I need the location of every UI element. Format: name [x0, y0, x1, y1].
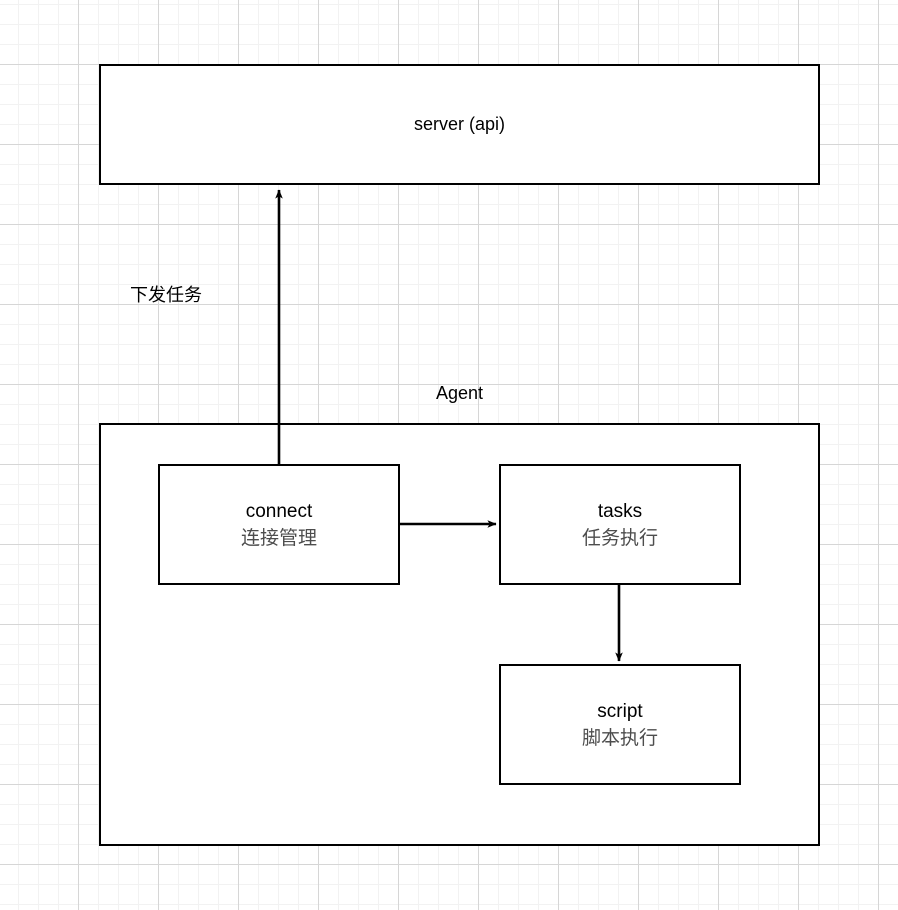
node-server[interactable]: server (api) [99, 64, 820, 185]
node-connect-label-en: connect [245, 500, 313, 522]
node-connect-label-cn: 连接管理 [240, 527, 317, 549]
node-tasks[interactable]: tasks 任务执行 [499, 464, 741, 585]
edge-label-dispatch-task: 下发任务 [130, 285, 202, 305]
node-script-label-cn: 脚本执行 [581, 727, 658, 749]
node-script-label-en: script [597, 700, 643, 722]
node-connect[interactable]: connect 连接管理 [158, 464, 400, 585]
node-tasks-label-cn: 任务执行 [581, 527, 658, 549]
node-script[interactable]: script 脚本执行 [499, 664, 741, 785]
node-tasks-label-en: tasks [597, 500, 643, 522]
node-server-label: server (api) [413, 114, 506, 134]
node-agent-label: Agent [435, 383, 484, 403]
